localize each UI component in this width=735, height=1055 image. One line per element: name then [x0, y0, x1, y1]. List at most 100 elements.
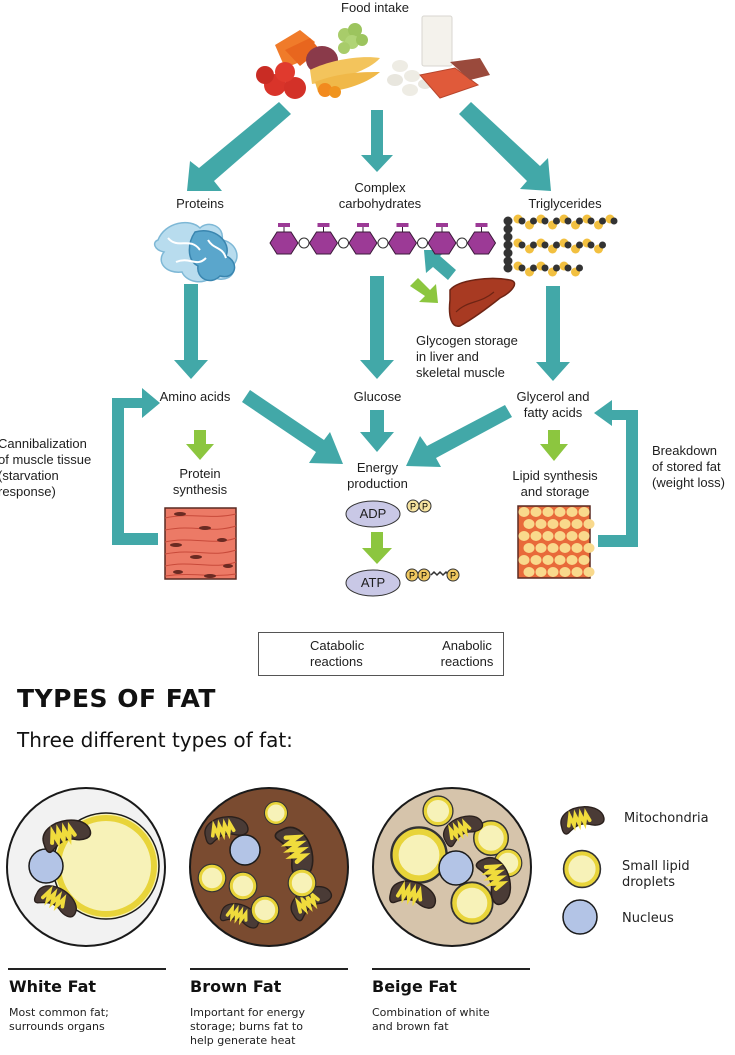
fat-cell	[518, 555, 530, 565]
label-cannibalization: Cannibalization of muscle tissue (starva…	[0, 436, 92, 499]
brown-fat-divider	[190, 968, 348, 970]
anabolic-arrows	[186, 278, 568, 564]
adipose-tissue-icon	[517, 505, 595, 579]
arrow-trig-to-glycerol	[536, 286, 570, 381]
glucose-unit	[427, 231, 457, 255]
glucose-side-group	[475, 223, 488, 227]
glycerol-node	[503, 240, 513, 250]
phosphate-label: P	[410, 502, 416, 512]
brown-fat-description: Important for energy storage; burns fat …	[190, 1006, 305, 1047]
fat-cell	[535, 519, 547, 529]
food-intake-icon	[256, 15, 490, 99]
glycerol-node	[503, 256, 513, 266]
fat-cell	[535, 567, 547, 577]
phosphate-label: P	[421, 571, 427, 581]
label-breakdown-stored-fat: Breakdown of stored fat (weight loss)	[652, 443, 725, 490]
arrow-proteins-to-amino	[174, 284, 208, 379]
fat-cell	[530, 555, 542, 565]
fat-cell	[547, 543, 559, 553]
label-proteins: Proteins	[176, 196, 224, 211]
arrow-adp-to-atp	[362, 532, 392, 564]
fat-cell	[566, 531, 578, 541]
arrow-food-to-carbs	[361, 110, 393, 172]
fat-cell	[583, 519, 595, 529]
label-glycogen-storage: Glycogen storage in liver and skeletal m…	[416, 333, 518, 380]
key-lipid-label: Small lipid droplets	[622, 859, 690, 890]
arrow-liver-to-glycogen	[424, 250, 456, 280]
label-adp: ADP	[359, 506, 387, 521]
arrow-amino-to-protein-synthesis	[186, 430, 214, 460]
fat-cell	[559, 519, 571, 529]
fat-cell	[554, 555, 566, 565]
arrow-glucose-to-glycogen	[410, 278, 438, 303]
glycosidic-bond	[338, 237, 349, 249]
brown-fat-cell	[189, 787, 349, 947]
fat-cell	[554, 507, 566, 517]
protein-structure-icon	[153, 221, 238, 283]
arrow-food-to-triglycerides	[459, 102, 551, 191]
beige-fat-title: Beige Fat	[372, 977, 457, 996]
beige-fat-cell	[372, 787, 532, 947]
fat-cell	[518, 507, 530, 517]
fat-cell	[583, 543, 595, 553]
fat-cell	[578, 531, 590, 541]
arrow-glycerol-to-energy	[406, 405, 512, 467]
atp-molecule	[345, 568, 460, 597]
glucose-unit	[466, 231, 497, 255]
glucose-unit	[387, 231, 418, 255]
triglycerides-icon	[503, 214, 618, 277]
fat-cell	[571, 543, 583, 553]
arrow-glycerol-to-lipid	[540, 430, 568, 461]
fat-cell	[547, 519, 559, 529]
label-protein-synthesis: Protein synthesis	[172, 466, 228, 497]
key-lipid-icon	[564, 851, 601, 888]
glycosidic-bond	[456, 237, 468, 249]
fat-cell	[566, 555, 578, 565]
white-fat-title: White Fat	[9, 977, 97, 996]
fat-cell	[571, 519, 583, 529]
fat-cell	[542, 531, 554, 541]
fat-cell	[535, 543, 547, 553]
fat-cell	[542, 507, 554, 517]
key-mitochondria-label: Mitochondria	[624, 811, 709, 826]
fat-cell	[518, 531, 530, 541]
label-amino-acids: Amino acids	[159, 389, 231, 404]
label-complex-carbohydrates: Complex carbohydrates	[338, 180, 422, 211]
glycosidic-bond	[377, 237, 389, 249]
glycerol-node	[503, 232, 513, 242]
fat-cell	[523, 519, 535, 529]
glycerol-node	[503, 263, 513, 273]
muscle-tissue-icon	[164, 507, 237, 580]
glycerol-node	[503, 224, 513, 234]
phosphate-label: P	[450, 571, 456, 581]
key-mitochondria-icon	[556, 801, 608, 837]
glucose-side-group	[436, 223, 448, 227]
glycerol-node	[503, 248, 513, 258]
beige-fat-divider	[372, 968, 530, 970]
legend-catabolic-label: Catabolic reactions	[310, 638, 365, 669]
arrow-amino-to-energy	[242, 390, 343, 464]
types-of-fat-subtitle: Three different types of fat:	[17, 728, 293, 752]
glycosidic-bond	[298, 237, 310, 249]
glucose-unit	[269, 231, 299, 255]
glucose-side-group	[357, 223, 369, 227]
glycosidic-bond	[417, 237, 428, 249]
fat-cell	[566, 507, 578, 517]
label-atp: ATP	[360, 575, 386, 590]
reaction-legend	[258, 632, 504, 676]
fat-cell	[547, 567, 559, 577]
glucose-side-group	[396, 223, 409, 227]
label-triglycerides: Triglycerides	[528, 196, 602, 211]
label-energy-production: Energy production	[347, 460, 408, 491]
key-nucleus-label: Nucleus	[622, 911, 674, 926]
fat-cell	[530, 507, 542, 517]
liver-icon	[448, 277, 516, 327]
fat-cell	[583, 567, 595, 577]
fat-cell	[578, 555, 590, 565]
label-lipid-synthesis: Lipid synthesis and storage	[512, 468, 598, 499]
fat-cell	[523, 567, 535, 577]
arrow-breakdown	[594, 400, 638, 547]
glucose-unit	[348, 231, 378, 255]
key-nucleus-icon	[562, 899, 598, 935]
arrow-glucose-to-energy	[360, 410, 394, 452]
